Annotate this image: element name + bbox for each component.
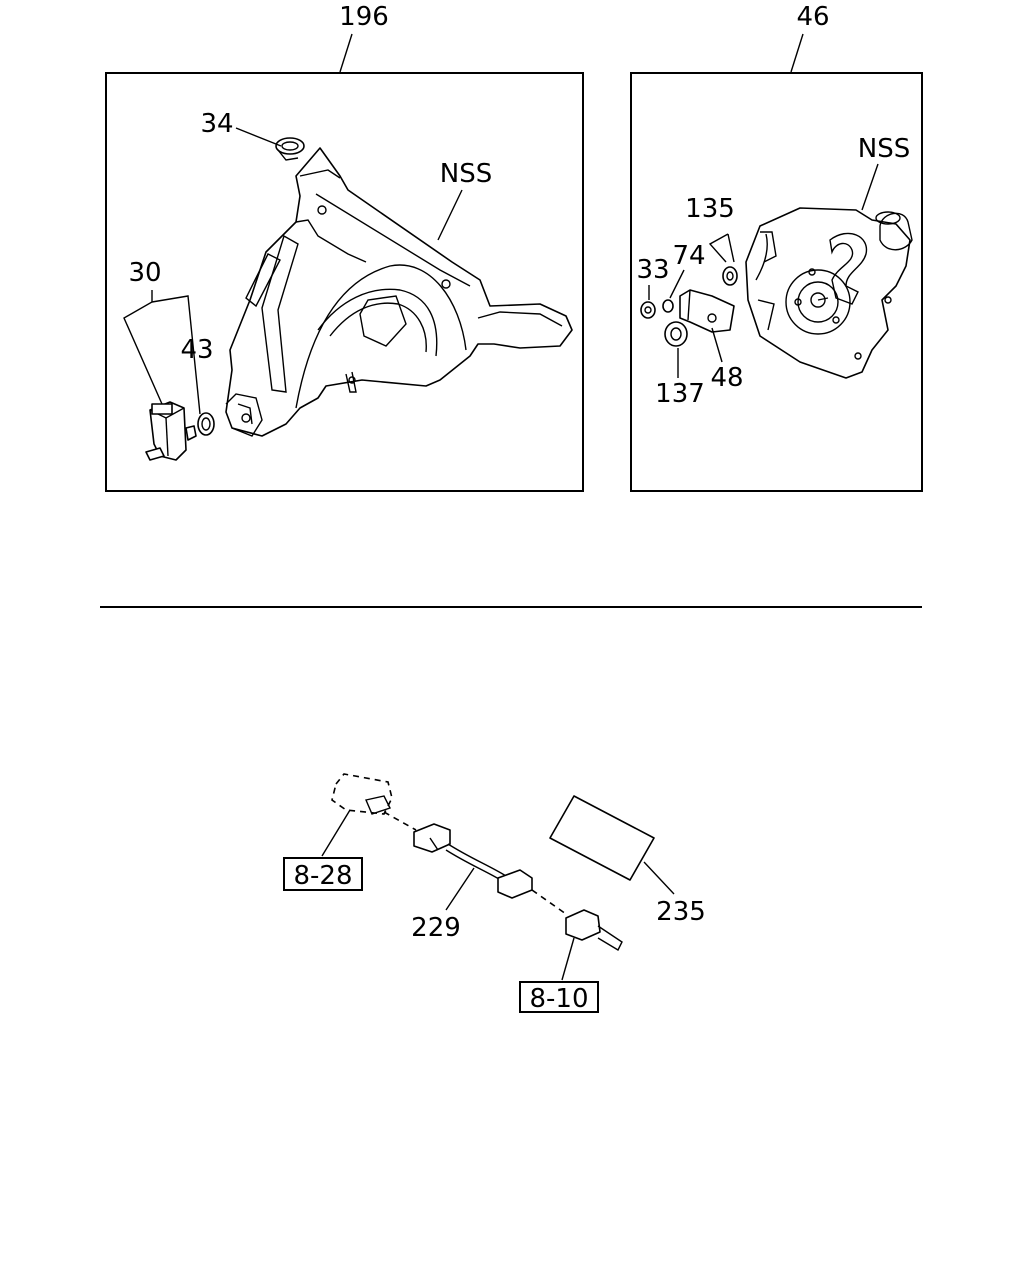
callout-43: 43 (180, 335, 213, 365)
leader-74 (669, 269, 685, 299)
label-sheet-235 (549, 795, 655, 881)
callout-34: 34 (200, 109, 233, 139)
nut-33 (640, 301, 656, 319)
callout-137: 137 (655, 379, 705, 409)
callout-135: 135 (685, 194, 735, 224)
leader-235 (643, 861, 675, 895)
callout-74: 74 (672, 241, 705, 271)
ref-8-28: 8-28 (293, 861, 352, 891)
leader-8-10 (561, 937, 575, 981)
callout-nss-left: NSS (440, 159, 492, 189)
leader-30-b (151, 295, 201, 415)
harness-section: 8-28 229 8-10 235 (283, 773, 706, 1014)
ref-8-10: 8-10 (529, 984, 588, 1014)
callout-48: 48 (710, 363, 743, 393)
leader-135-b (727, 233, 735, 263)
leader-34 (235, 127, 282, 147)
panel-46-number: 46 (796, 2, 829, 32)
clip-48 (679, 289, 735, 333)
washer-tank (225, 147, 573, 437)
leader-48 (711, 327, 723, 363)
panel-196-frame (105, 72, 584, 492)
callout-30: 30 (128, 258, 161, 288)
mounting-bracket (745, 207, 913, 379)
harness-229 (413, 823, 533, 899)
pump-grommet (197, 412, 215, 436)
leader-nss-right (861, 163, 879, 211)
panel-46-frame (630, 72, 923, 492)
panel-196-leader (339, 33, 353, 73)
bushing-135 (722, 266, 738, 286)
leader-30 (123, 290, 163, 405)
leader-229 (445, 867, 475, 911)
washer-pump (145, 401, 197, 461)
grommet-137 (664, 321, 688, 347)
panel-46-leader (790, 33, 804, 73)
dashed-link-a (383, 811, 417, 831)
callout-33: 33 (636, 255, 669, 285)
unit-8-28 (331, 773, 393, 815)
ref-box-8-10 (519, 981, 599, 1013)
leader-nss-left (437, 189, 463, 241)
dashed-link-b (531, 889, 567, 915)
panel-196: 196 34 (105, 2, 584, 492)
ref-box-8-28 (283, 857, 363, 891)
leader-8-28 (321, 809, 351, 857)
panel-196-number: 196 (339, 2, 389, 32)
callout-nss-right: NSS (858, 134, 910, 164)
tank-cap (275, 137, 305, 161)
callout-229: 229 (411, 913, 461, 943)
connector-8-10 (565, 909, 623, 951)
washer-74 (662, 299, 674, 313)
leader-135 (708, 233, 729, 263)
panel-46: 46 NSS 135 (630, 2, 923, 492)
callout-235: 235 (656, 897, 706, 927)
